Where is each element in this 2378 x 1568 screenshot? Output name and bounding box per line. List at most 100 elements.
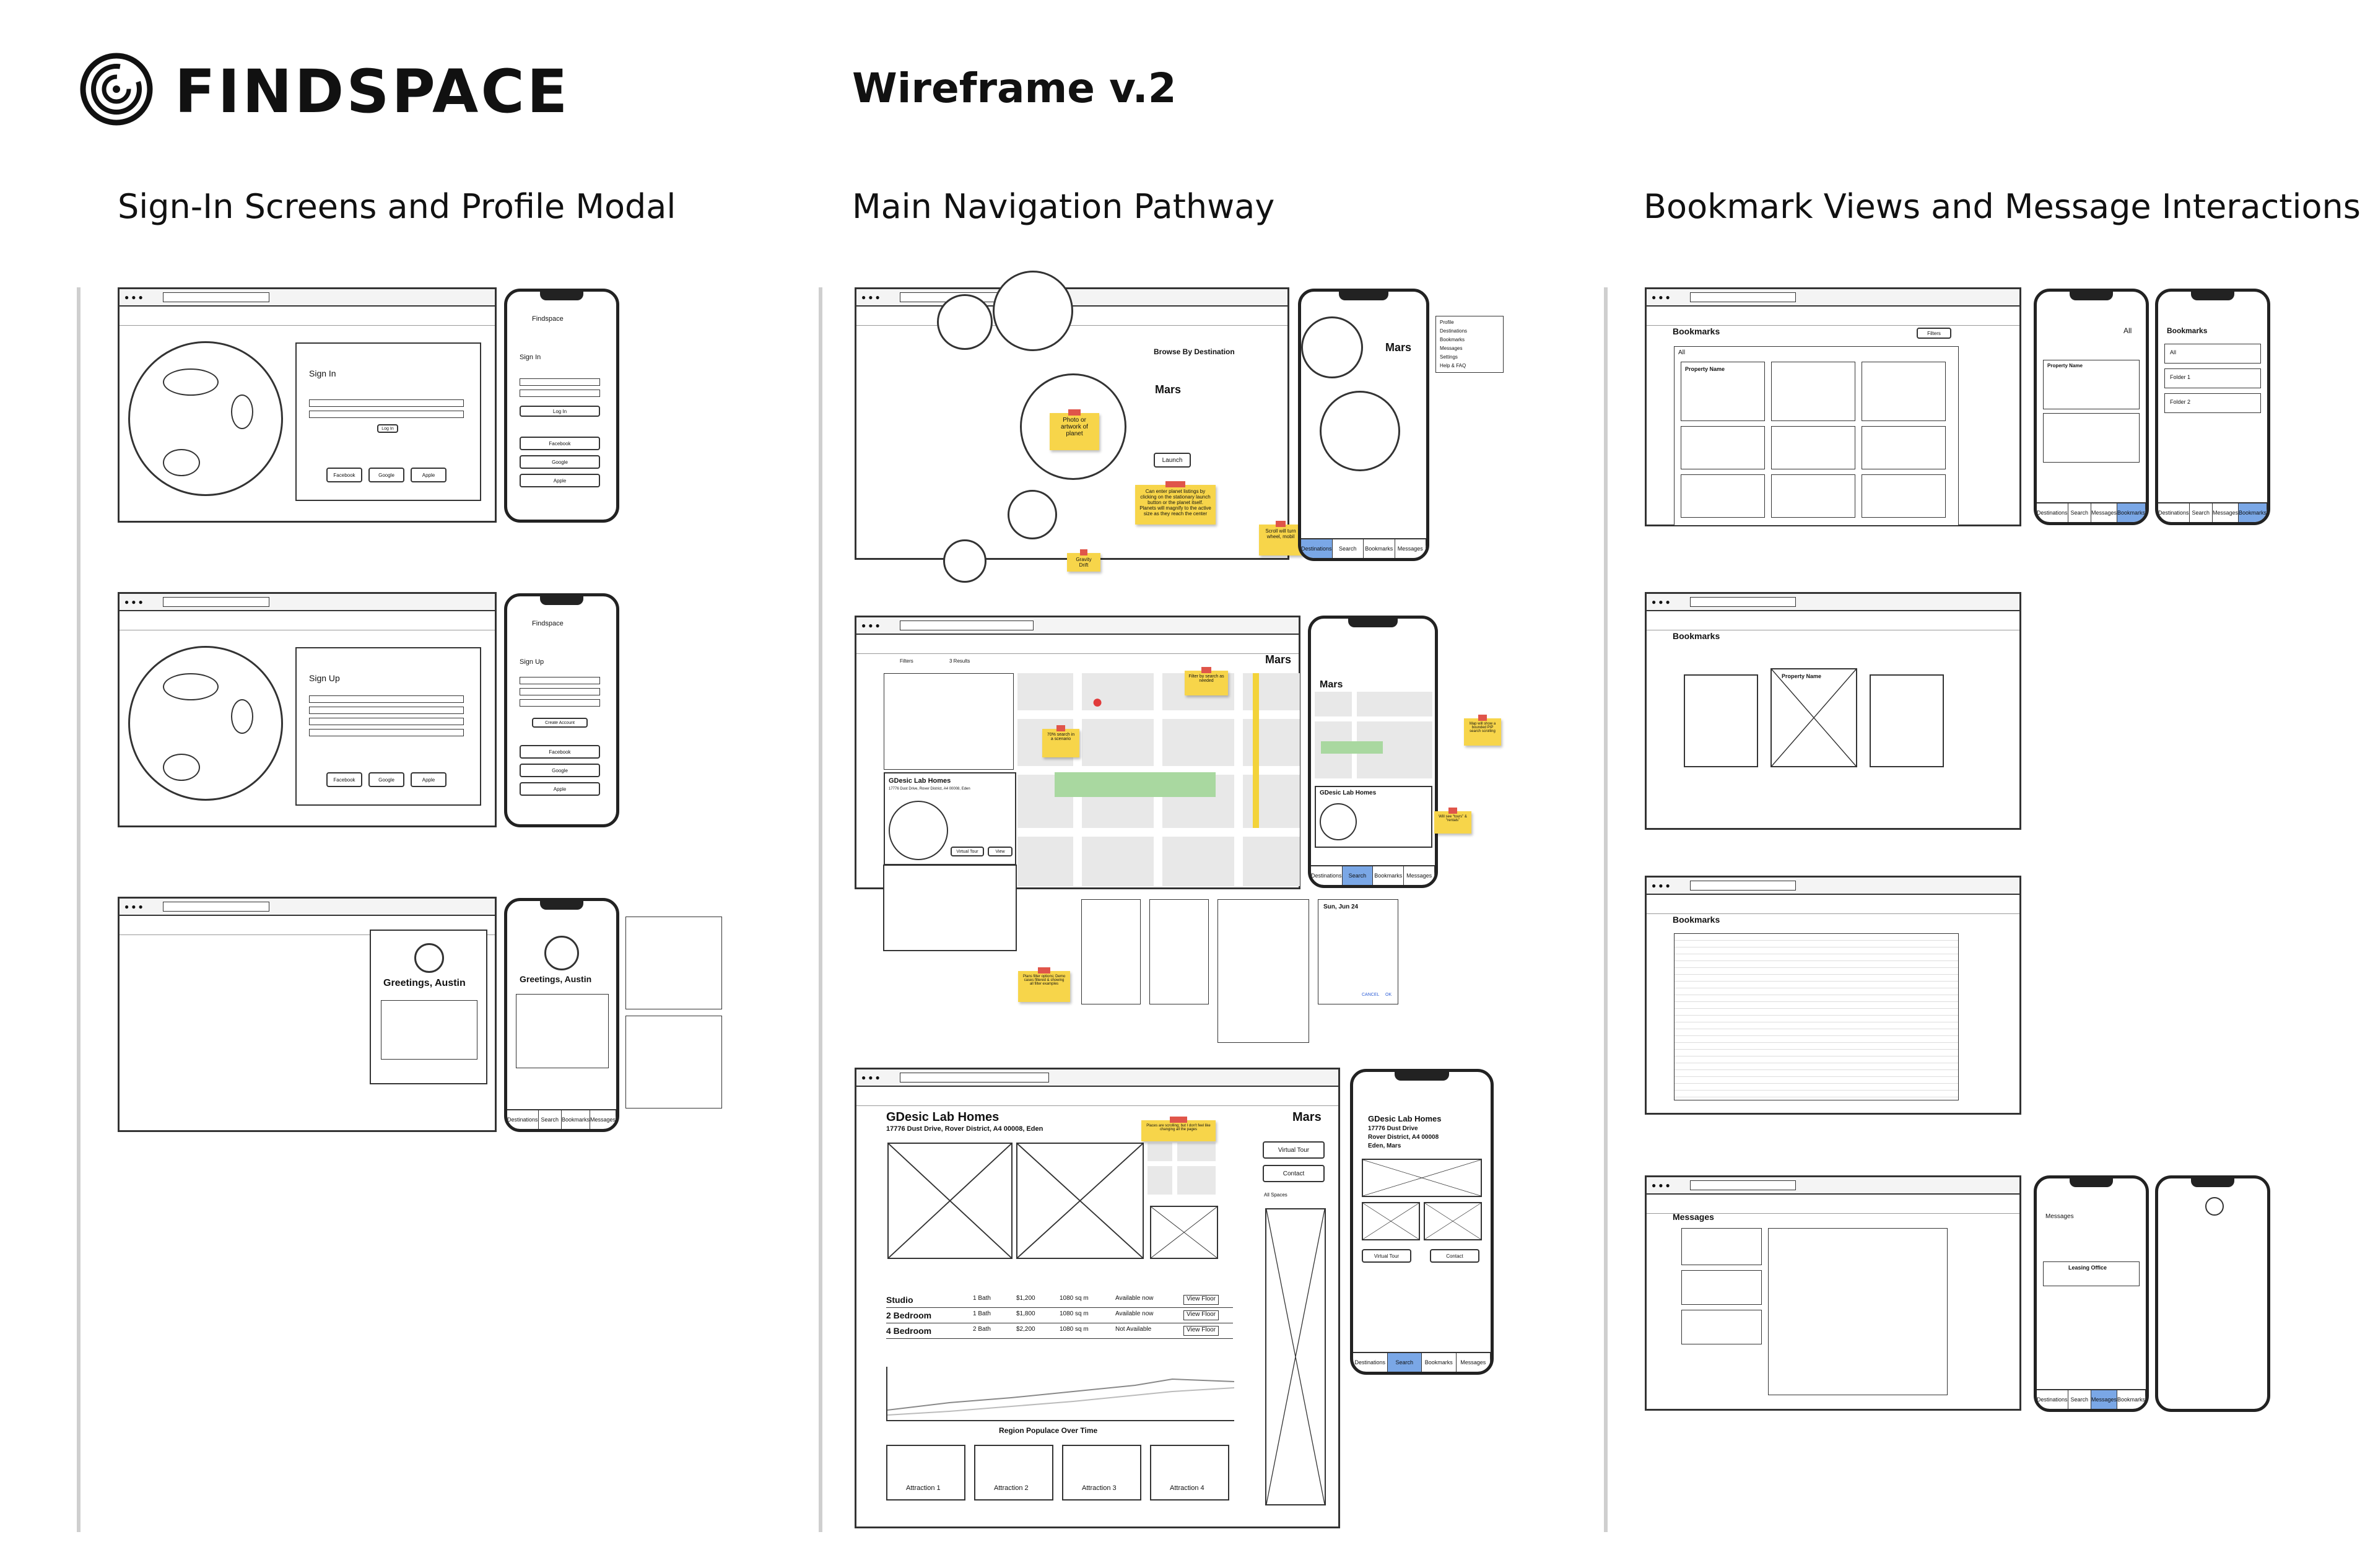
planet-orbit[interactable] [993, 271, 1073, 351]
apple-button[interactable]: Apple [411, 772, 446, 787]
listing-image[interactable] [1016, 1143, 1144, 1259]
tab-bookmarks[interactable]: Bookmarks [2117, 503, 2146, 522]
carousel-card[interactable] [1870, 674, 1944, 767]
side-menu-item[interactable]: Profile [1440, 320, 1454, 325]
filter-dropdown[interactable] [1217, 899, 1309, 1043]
tab-search[interactable]: Search [1342, 866, 1374, 885]
calendar-picker[interactable]: Sun, Jun 24 CANCEL OK [1318, 899, 1398, 1004]
profile-menu[interactable] [516, 994, 609, 1068]
listing-image[interactable] [1150, 1206, 1218, 1259]
planet-orbit[interactable] [937, 294, 993, 350]
tab-bookmarks[interactable]: Bookmarks [2238, 503, 2267, 522]
property-card[interactable] [1771, 426, 1855, 469]
folder-row[interactable]: Folder 2 [2164, 393, 2261, 413]
folder-row[interactable]: All [2164, 344, 2261, 364]
conversation-item[interactable] [1681, 1310, 1762, 1344]
folder-row[interactable]: Folder 1 [2164, 368, 2261, 388]
tab-search[interactable]: Search [1333, 539, 1364, 558]
calendar-cancel[interactable]: CANCEL [1362, 993, 1380, 997]
filters-label[interactable]: Filters [900, 658, 913, 664]
email-field[interactable] [309, 399, 464, 407]
tab-messages[interactable]: Messages [1457, 1353, 1491, 1372]
google-button[interactable]: Google [368, 468, 404, 482]
tab-messages[interactable]: Messages [2091, 503, 2117, 522]
bookmarks-table[interactable] [1674, 933, 1959, 1100]
property-card[interactable] [1862, 362, 1946, 421]
side-menu-item[interactable]: Settings [1440, 354, 1458, 360]
property-card[interactable] [1771, 474, 1855, 518]
side-menu-item[interactable]: Messages [1440, 346, 1463, 351]
listing-image[interactable] [1424, 1202, 1482, 1240]
attraction-card[interactable]: Attraction 3 [1062, 1445, 1141, 1500]
tab-search[interactable]: Search [2190, 503, 2213, 522]
filters-button[interactable]: Filters [1917, 328, 1951, 339]
attraction-card[interactable]: Attraction 4 [1150, 1445, 1229, 1500]
tab-messages[interactable]: Messages [2213, 503, 2239, 522]
conversation-item[interactable]: Leasing Office [2043, 1261, 2140, 1286]
email-field[interactable] [520, 699, 600, 707]
virtual-tour-button[interactable]: Virtual Tour [951, 847, 984, 856]
tab-search[interactable]: Search [2068, 503, 2091, 522]
property-card[interactable]: Property Name [2043, 360, 2140, 409]
property-card[interactable] [1681, 474, 1765, 518]
facebook-button[interactable]: Facebook [326, 772, 362, 787]
contact-button[interactable]: Contact [1263, 1165, 1325, 1182]
listing-map[interactable] [1148, 1143, 1216, 1195]
email-field[interactable] [309, 718, 464, 725]
virtual-tour-button[interactable]: Virtual Tour [1263, 1141, 1325, 1159]
contact-button[interactable]: Contact [1430, 1249, 1479, 1263]
carousel-card[interactable]: Property Name [1770, 668, 1857, 767]
launch-button[interactable]: Launch [1154, 453, 1191, 468]
planet-orbit[interactable] [1008, 490, 1057, 539]
tab-destinations[interactable]: Destinations [2037, 1390, 2068, 1409]
conversation-item[interactable] [1681, 1270, 1762, 1305]
table-row[interactable]: 2 Bedroom 1 Bath $1,800 1080 sq m Availa… [886, 1308, 1233, 1323]
facebook-button[interactable]: Facebook [326, 468, 362, 482]
listing-image[interactable] [1362, 1202, 1420, 1240]
planet-main[interactable] [1320, 391, 1400, 471]
apple-button[interactable]: Apple [411, 468, 446, 482]
tab-messages[interactable]: Messages [1395, 539, 1426, 558]
tab-messages[interactable]: Messages [2091, 1390, 2117, 1409]
folder-all[interactable]: All [1678, 349, 1686, 356]
google-button[interactable]: Google [368, 772, 404, 787]
view-button[interactable]: View [988, 847, 1013, 856]
attraction-card[interactable]: Attraction 1 [886, 1445, 965, 1500]
tab-destinations[interactable]: Destinations [507, 1110, 539, 1129]
tab-bookmarks[interactable]: Bookmarks [1364, 539, 1395, 558]
side-menu-item[interactable]: Destinations [1440, 328, 1468, 334]
planet-orbit[interactable] [943, 539, 986, 583]
password-field[interactable] [309, 729, 464, 736]
tab-bookmarks[interactable]: Bookmarks [562, 1110, 590, 1129]
tab-bookmarks[interactable]: Bookmarks [1422, 1353, 1457, 1372]
tab-search[interactable]: Search [1387, 1353, 1422, 1372]
tab-destinations[interactable]: Destinations [2037, 503, 2068, 522]
google-button[interactable]: Google [520, 455, 600, 469]
tab-destinations[interactable]: Destinations [2158, 503, 2190, 522]
tab-destinations[interactable]: Destinations [1353, 1353, 1388, 1372]
password-field[interactable] [309, 411, 464, 418]
map-pin-icon[interactable]: ● [1092, 692, 1104, 712]
table-row[interactable]: Studio 1 Bath $1,200 1080 sq m Available… [886, 1292, 1233, 1308]
conversation-item[interactable] [1681, 1228, 1762, 1265]
view-floor-button[interactable]: View Floor [1183, 1295, 1219, 1305]
facebook-button[interactable]: Facebook [520, 437, 600, 450]
password-field[interactable] [520, 390, 600, 397]
table-row[interactable]: 4 Bedroom 2 Bath $2,200 1080 sq m Not Av… [886, 1323, 1233, 1339]
tab-destinations[interactable]: Destinations [1301, 539, 1333, 558]
tab-bookmarks[interactable]: Bookmarks [1373, 866, 1405, 885]
email-field[interactable] [520, 378, 600, 386]
login-button[interactable]: Log In [377, 424, 398, 433]
attraction-card[interactable]: Attraction 2 [974, 1445, 1053, 1500]
profile-menu[interactable] [381, 1000, 477, 1060]
listing-image[interactable] [887, 1143, 1013, 1259]
listing-image[interactable] [1362, 1159, 1482, 1197]
spaces-scroller[interactable] [1265, 1208, 1326, 1505]
property-card[interactable] [1862, 474, 1946, 518]
property-card[interactable] [1771, 362, 1855, 421]
filter-dropdown[interactable] [1149, 899, 1209, 1004]
tab-destinations[interactable]: Destinations [1311, 866, 1343, 885]
property-card[interactable]: Property Name [1681, 362, 1765, 421]
carousel-card[interactable] [1684, 674, 1758, 767]
first-name-field[interactable] [520, 677, 600, 684]
